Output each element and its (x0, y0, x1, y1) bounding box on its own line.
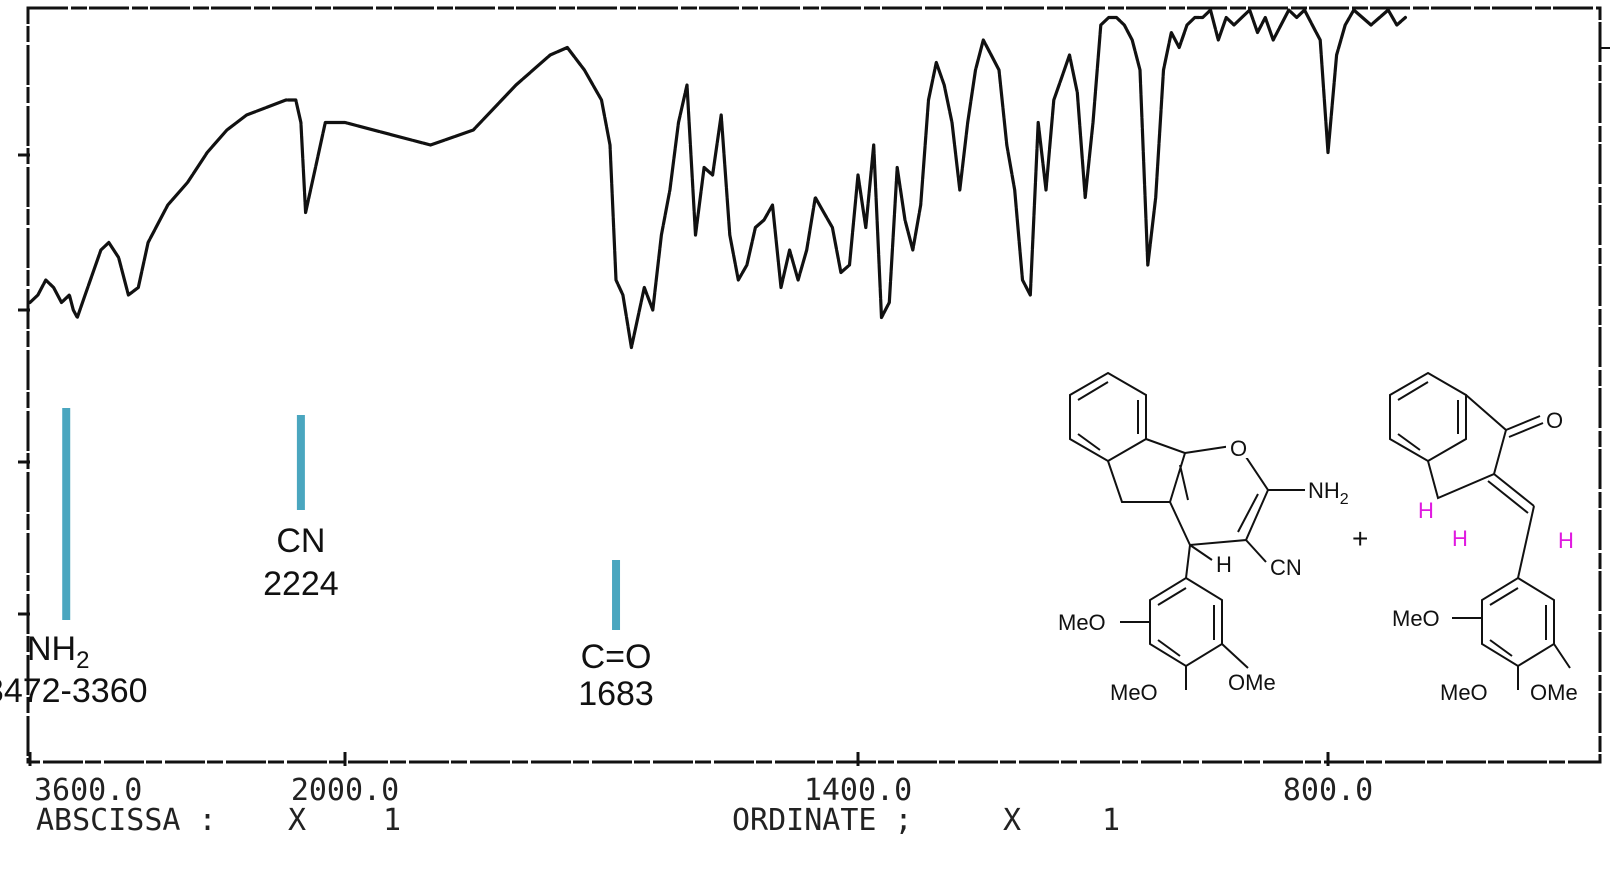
x-axis-ticks: 3600.0 2000.0 1400.0 800.0 (28, 752, 1373, 808)
meo-label-2a: MeO (1392, 606, 1440, 631)
pyran-db-a (1179, 464, 1189, 501)
meo-label-2b: MeO (1440, 680, 1488, 705)
nh2-struct-label: NH2 (1308, 478, 1349, 508)
ome-label-1: OMe (1228, 670, 1276, 695)
aryl-1-db-c (1157, 639, 1181, 657)
benzene-2-db-b (1397, 433, 1421, 451)
nh2-struct-main: NH (1308, 478, 1340, 503)
plus-sign: + (1352, 523, 1368, 554)
abscissa-factor: 1 (383, 803, 401, 838)
five-ring-1 (1107, 438, 1187, 503)
abscissa-label: ABSCISSA : (36, 803, 217, 838)
aryl-2-db-c (1489, 639, 1513, 657)
h-label-2b: H (1452, 526, 1468, 551)
benzene-1-db-b (1077, 433, 1101, 451)
ordinate-label: ORDINATE ; (732, 803, 913, 838)
meo-label-1a: MeO (1058, 610, 1106, 635)
nh2-label-main: NH (27, 630, 76, 668)
pyran-ring (1169, 443, 1270, 547)
structure-product (1069, 371, 1305, 690)
x-tick-label: 3600.0 (34, 773, 142, 808)
ordinate-factor: 1 (1102, 803, 1120, 838)
benzene-1-db-a (1077, 381, 1109, 401)
h-label-2c: H (1558, 528, 1574, 553)
aryl-2-db-a (1489, 587, 1519, 606)
aryl-ring-1 (1149, 576, 1223, 668)
benzene-ring-2 (1389, 371, 1467, 463)
nh2-struct-sub: 2 (1340, 491, 1349, 508)
h-label: H (1216, 552, 1232, 577)
ketone-bond-a (1505, 415, 1541, 431)
structure-product-labels: O NH2 H CN MeO MeO OMe + (1058, 436, 1368, 705)
h-label-2a: H (1418, 498, 1434, 523)
o-ring-bg (1226, 436, 1250, 458)
cn-bond (1245, 539, 1267, 563)
plot-frame (26, 6, 1602, 764)
h-bond (1189, 544, 1213, 561)
exo-bond-a (1493, 473, 1535, 507)
cn-label: CN (276, 522, 325, 560)
benzene-2-db-a (1397, 381, 1429, 401)
nh2-label-sub: 2 (76, 647, 89, 674)
aryl-bond-2 (1517, 505, 1535, 579)
cn-struct-label: CN (1270, 555, 1302, 580)
x-tick-label: 2000.0 (291, 773, 399, 808)
structure-reactant-labels: O H H H MeO MeO OMe (1392, 408, 1578, 705)
o-ring-label: O (1230, 436, 1247, 461)
ordinate-scale: X (1003, 803, 1021, 838)
benzene-ring-1 (1069, 371, 1147, 463)
ketone-o-label: O (1546, 408, 1563, 433)
ome-bond-1c (1221, 643, 1249, 669)
nh2-label: NH2 (27, 630, 89, 674)
ome-label-2: OMe (1530, 680, 1578, 705)
footer-text: ABSCISSA : X 1 ORDINATE ; X 1 (36, 803, 1120, 838)
aryl-bond-1 (1185, 544, 1191, 579)
exo-bond-b (1487, 480, 1529, 514)
abscissa-scale: X (288, 803, 306, 838)
ome-bond-2c (1553, 643, 1571, 669)
y-tick-marks (18, 153, 30, 616)
aryl-1-db-a (1157, 587, 1187, 606)
pyran-db-b (1237, 493, 1259, 533)
peak-annotations: NH2 3472-3360 CN 2224 C=O 1683 (0, 408, 654, 713)
cn-value: 2224 (263, 565, 339, 603)
aryl-ring-2 (1481, 576, 1555, 668)
nh2-value: 3472-3360 (0, 672, 148, 710)
structure-reactant (1389, 371, 1571, 690)
x-tick-label: 800.0 (1283, 773, 1373, 808)
meo-label-1b: MeO (1110, 680, 1158, 705)
x-tick-label: 1400.0 (804, 773, 912, 808)
co-label: C=O (581, 638, 652, 676)
co-value: 1683 (578, 675, 654, 713)
spectrum-trace (28, 8, 1407, 350)
ketone-bond-b (1508, 422, 1544, 438)
